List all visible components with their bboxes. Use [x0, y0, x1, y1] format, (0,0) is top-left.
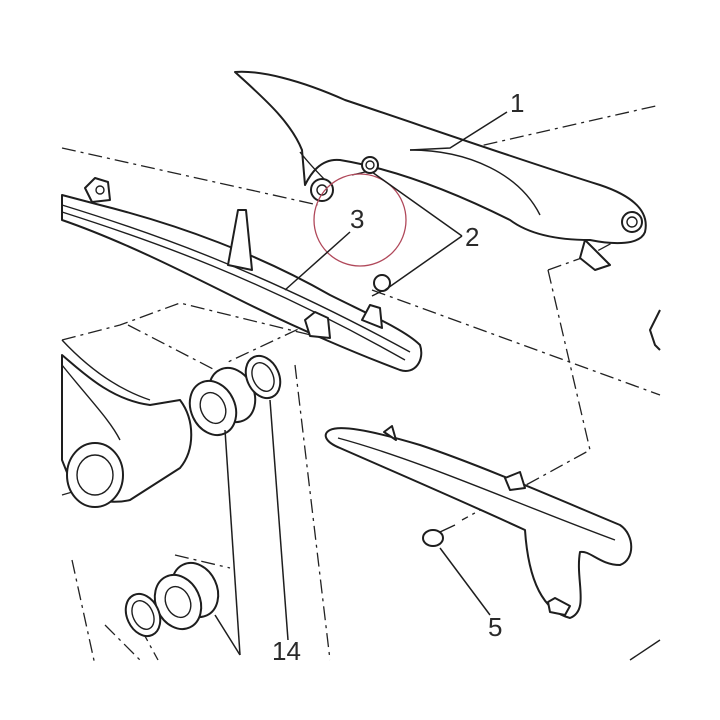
callout-1: 1 [510, 88, 524, 118]
part-5-screw [422, 524, 456, 547]
part-2-pins [371, 274, 391, 297]
callout-leader-lines [214, 111, 508, 656]
callout-5: 5 [488, 612, 502, 642]
callout-3: 3 [350, 204, 364, 234]
swingarm-pivot [61, 339, 193, 508]
callout-2: 2 [465, 222, 479, 252]
part-3-chain-slider [61, 177, 423, 372]
seal-ring-upper [244, 354, 282, 400]
lower-chain-guard [324, 425, 633, 619]
edge-part-fragment [629, 309, 661, 661]
seal-ring-lower [124, 592, 162, 638]
part-1-upper-guard [234, 70, 647, 271]
needle-bearing-lower [153, 561, 220, 631]
callout-14: 14 [272, 636, 301, 666]
highlight-circle [313, 173, 407, 267]
